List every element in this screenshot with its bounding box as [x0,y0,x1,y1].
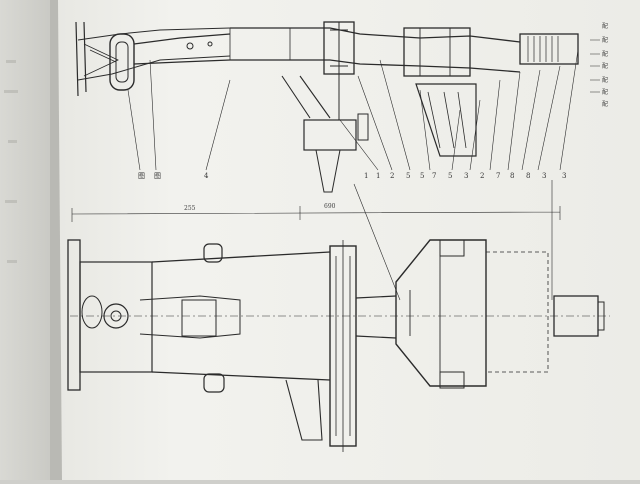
callout-label: 1 [364,172,368,180]
callout-label: 配 [602,101,608,108]
callout-label: 5 [420,172,424,180]
dashed-extension [486,251,549,373]
spring-eye-bottom [203,373,225,393]
top-view-callouts: 图 图 4 1 1 2 5 5 7 5 3 2 7 8 8 3 3 [138,172,566,180]
side-elevation-view [75,21,600,193]
plan-view: 255 690 [67,180,610,452]
callout-label: 配 [602,77,608,84]
main-beam [230,27,521,73]
end-spring-box [519,33,579,65]
hanging-plate-ribs [427,91,467,149]
hanging-plate [415,83,477,157]
frame-left-flanks [77,27,231,81]
housing-ribs [419,28,451,76]
flange-centerline [335,240,351,452]
callout-label: 7 [496,172,500,180]
spring-hanger-inner [115,41,129,83]
callout-label: 4 [204,172,209,180]
frame-left-end [75,21,87,97]
right-edge-callouts: 配 配 配 配 配 配 配 [602,23,608,108]
bracket-foot [315,149,341,193]
spring-eye-top [203,243,223,263]
axle-collar [181,299,217,337]
callout-label: 配 [602,23,608,30]
callout-label: 3 [562,172,566,180]
callout-label: 1 [376,172,380,180]
lower-bracket [303,119,357,151]
housing-internal-lines [409,250,441,376]
spring-hanger-left [109,33,135,91]
right-gear-housing [395,239,487,387]
housing-lug-bottom [439,371,465,389]
spring-coils [527,36,559,62]
callout-label: 3 [464,172,468,180]
callout-label: 7 [432,172,436,180]
lower-diagonal-brace [285,379,323,441]
bolt-hole [186,42,194,50]
left-frame [79,261,153,373]
callout-label: 配 [602,51,608,58]
callout-label: 2 [480,172,484,180]
facing-page-text-dots [4,60,18,263]
callout-label: 配 [602,37,608,44]
facing-page [0,0,56,480]
tapered-shaft-left [133,33,231,65]
housing-lug-top [439,239,465,257]
tapered-axle [139,295,241,339]
callout-label: 配 [602,89,608,96]
callout-label: 5 [406,172,410,180]
callout-label: 5 [448,172,452,180]
bolt-hole [207,41,213,47]
leader-lines-bottom [353,180,553,301]
dimension-label: 255 [184,205,196,212]
frame-left-bracing [83,43,119,77]
center-shaft [355,295,397,339]
callout-label: 2 [390,172,394,180]
callout-label: 8 [526,172,530,180]
callout-label: 8 [510,172,514,180]
beam-joints [229,28,291,60]
callout-label: 图 [138,172,145,180]
diagonal-strut [281,75,331,119]
drawing-page [58,0,640,480]
callout-label: 图 [154,172,161,180]
dimension-line [71,206,561,222]
callout-label: 配 [602,63,608,70]
leader-lines-top [127,39,600,171]
dimension-label: 690 [324,203,336,210]
right-housing [403,27,471,77]
hub-centerline [330,22,348,120]
callout-label: 3 [542,172,546,180]
bracket-bolt [357,113,369,141]
left-frame-lightening-hole [81,295,103,329]
main-tube [151,251,331,381]
